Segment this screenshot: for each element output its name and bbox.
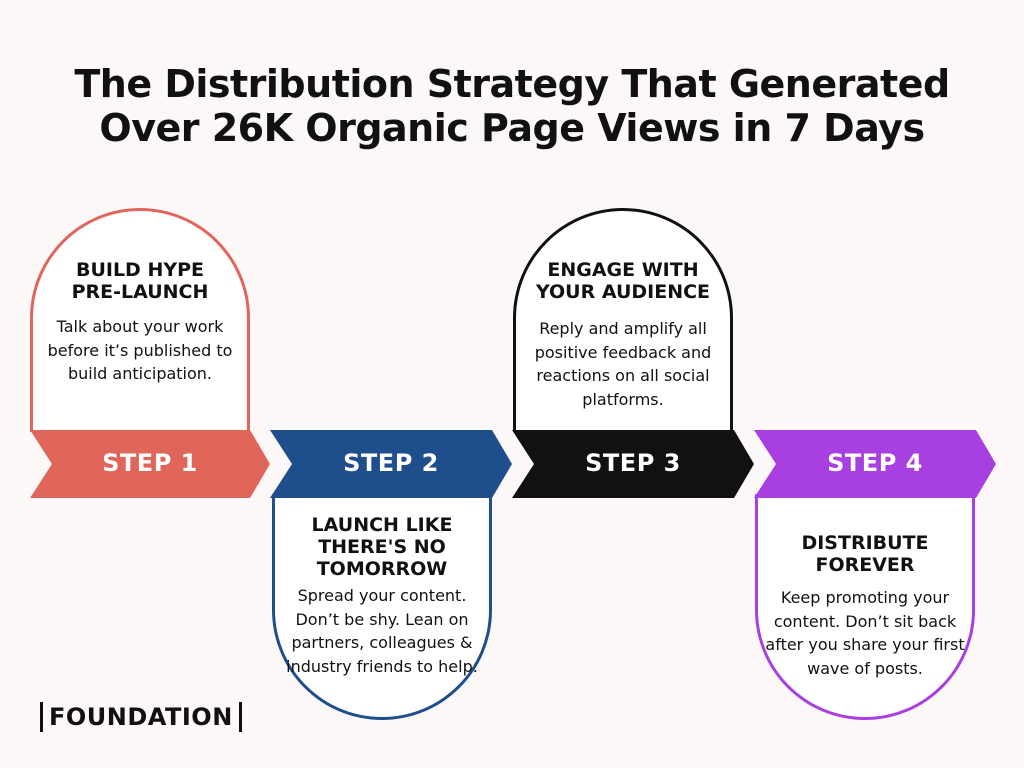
- step-2-heading: LAUNCH LIKE THERE'S NO TOMORROW: [275, 514, 489, 580]
- step-2-heading-line-3: TOMORROW: [316, 558, 448, 580]
- step-3-description: Reply and amplify all positive feedback …: [534, 319, 712, 409]
- step-2-card: LAUNCH LIKE THERE'S NO TOMORROW Spread y…: [272, 494, 492, 720]
- step-4-heading-line-1: DISTRIBUTE: [801, 532, 929, 554]
- step-2-description: Spread your content. Don’t be shy. Lean …: [286, 586, 478, 676]
- step-3-arrow: [512, 430, 754, 498]
- step-1-description: Talk about your work before it’s publish…: [47, 317, 233, 383]
- step-4-heading-line-2: FOREVER: [815, 554, 915, 576]
- step-2-heading-line-2: THERE'S NO: [318, 536, 446, 558]
- step-3-label: STEP 3: [585, 449, 681, 477]
- foundation-logo: FOUNDATION: [40, 702, 242, 732]
- step-2-arrow: [270, 430, 512, 498]
- step-1-heading-line-1: BUILD HYPE: [75, 259, 205, 281]
- step-1-card: BUILD HYPE PRE-LAUNCH Talk about your wo…: [30, 208, 250, 432]
- step-3-heading: ENGAGE WITH YOUR AUDIENCE: [516, 259, 730, 303]
- step-4-label: STEP 4: [827, 449, 923, 477]
- title-line-1: The Distribution Strategy That Generated: [74, 62, 950, 106]
- step-4-heading: DISTRIBUTE FOREVER: [758, 532, 972, 576]
- step-3-heading-line-1: ENGAGE WITH: [547, 259, 699, 281]
- step-1-arrow: [30, 430, 270, 498]
- step-1-label: STEP 1: [102, 449, 198, 477]
- step-4-card: DISTRIBUTE FOREVER Keep promoting your c…: [755, 494, 975, 720]
- step-2-label: STEP 2: [343, 449, 439, 477]
- page-title: The Distribution Strategy That Generated…: [0, 62, 1024, 150]
- title-line-2: Over 26K Organic Page Views in 7 Days: [99, 106, 925, 150]
- step-1-heading: BUILD HYPE PRE-LAUNCH: [33, 259, 247, 303]
- step-3-heading-line-2: YOUR AUDIENCE: [535, 281, 711, 303]
- step-2-heading-line-1: LAUNCH LIKE: [311, 514, 453, 536]
- step-1-heading-line-2: PRE-LAUNCH: [71, 281, 209, 303]
- step-4-description: Keep promoting your content. Don’t sit b…: [765, 588, 965, 678]
- step-4-arrow: [754, 430, 996, 498]
- step-3-card: ENGAGE WITH YOUR AUDIENCE Reply and ampl…: [513, 208, 733, 432]
